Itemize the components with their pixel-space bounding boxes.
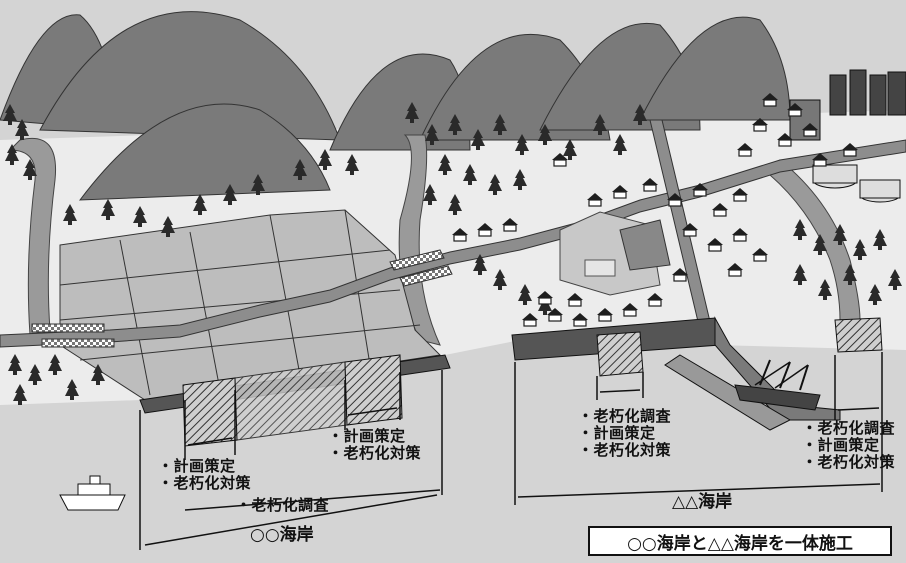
label-left-right-section: ・計画策定 ・老朽化対策 [328, 428, 421, 462]
label-right: ・老朽化調査 ・計画策定 ・老朽化対策 [802, 420, 895, 471]
caption-box: ○○海岸と△△海岸を一体施工 [588, 526, 892, 556]
caption-text: ○○海岸と△△海岸を一体施工 [627, 533, 853, 554]
coast-right-name: △△海岸 [672, 492, 733, 512]
road [0, 119, 906, 348]
label-middle: ・老朽化調査 ・計画策定 ・老朽化対策 [578, 408, 671, 459]
label-middle-line3: ・老朽化対策 [578, 441, 672, 459]
label-left-right-line1: ・計画策定 [328, 427, 406, 445]
dimension-arrows [139, 352, 883, 550]
label-right-line3: ・老朽化対策 [802, 453, 896, 471]
label-left-right-line2: ・老朽化対策 [328, 444, 422, 462]
label-middle-line2: ・計画策定 [578, 424, 656, 442]
rivers [8, 134, 861, 346]
label-left-survey: ・老朽化調査 [236, 497, 329, 514]
label-left-inner-line2: ・老朽化対策 [158, 474, 252, 492]
label-right-line1: ・老朽化調査 [802, 419, 896, 437]
ferry-boat [59, 475, 126, 511]
label-middle-line1: ・老朽化調査 [578, 407, 672, 425]
coast-left-name: ○○海岸 [250, 525, 314, 545]
label-right-line2: ・計画策定 [802, 436, 880, 454]
label-left-survey-line: ・老朽化調査 [236, 496, 330, 514]
hospital-building [559, 211, 671, 296]
label-left-inner: ・計画策定 ・老朽化対策 [158, 458, 251, 492]
mountains [0, 11, 791, 201]
seawalls [139, 316, 883, 447]
cargo-ship [734, 359, 821, 411]
label-left-inner-line1: ・計画策定 [158, 457, 236, 475]
